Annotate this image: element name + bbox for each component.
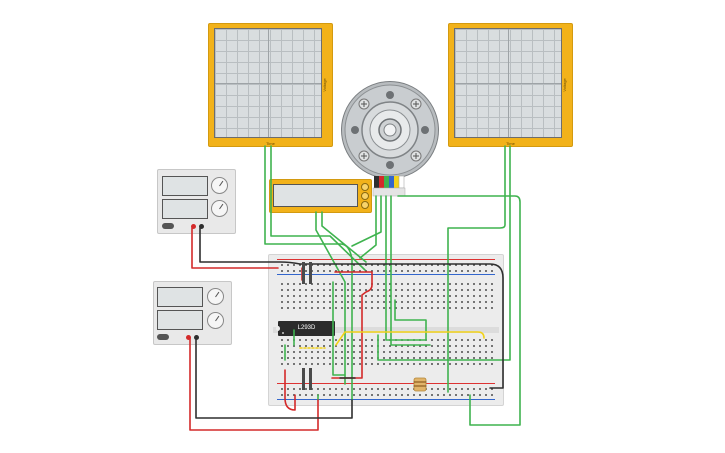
wire-red [191, 227, 279, 269]
negative-terminal[interactable] [199, 224, 204, 229]
wire-green [359, 195, 377, 259]
wire-green [270, 145, 366, 271]
pin1-marker [282, 332, 284, 334]
power-supply-2[interactable] [153, 281, 232, 345]
multimeter-mode-button[interactable] [361, 183, 369, 191]
power-supply-display [162, 199, 208, 219]
multimeter-mode-button[interactable] [361, 192, 369, 200]
multimeter-display [273, 184, 358, 207]
wire-green [315, 211, 346, 385]
breadboard-terminal-holes [279, 337, 493, 369]
capacitor-icon [302, 262, 312, 390]
breadboard-power-rail-holes [279, 386, 493, 396]
wire-red [331, 271, 373, 379]
current-knob-icon[interactable] [207, 312, 224, 329]
wire-green [332, 281, 346, 376]
power-switch[interactable] [162, 223, 174, 229]
dc-motor-encoder[interactable] [341, 81, 439, 179]
power-supply-display [157, 287, 203, 307]
power-switch[interactable] [157, 334, 169, 340]
oscilloscope-left[interactable]: Time Voltage [208, 23, 333, 147]
wire-red [284, 369, 296, 411]
multimeter[interactable] [269, 179, 372, 213]
dc-motor-encoder-icon [344, 84, 436, 176]
resistor-icon [413, 377, 427, 392]
wire-green [351, 195, 382, 247]
current-knob-icon[interactable] [211, 200, 228, 217]
time-axis-label: Time [506, 141, 515, 146]
voltage-knob-icon[interactable] [211, 177, 228, 194]
wire-green [377, 145, 511, 361]
voltage-knob-icon[interactable] [207, 288, 224, 305]
screen-axis-vertical [508, 29, 509, 137]
positive-terminal[interactable] [191, 224, 196, 229]
ic-chip[interactable]: L293D [276, 321, 335, 336]
wire-yellow [335, 331, 485, 346]
wire-green [321, 211, 367, 263]
power-supply-display [162, 176, 208, 196]
power-rail-negative [277, 399, 495, 400]
wire-red [189, 337, 319, 431]
screen-axis-vertical [268, 29, 269, 137]
wire-green [390, 195, 431, 346]
ic-label: L293D [297, 325, 316, 331]
oscilloscope-screen [214, 28, 322, 138]
multimeter-mode-button[interactable] [361, 201, 369, 209]
power-rail-positive [277, 383, 495, 384]
wire-green [447, 145, 506, 393]
time-axis-label: Time [266, 141, 275, 146]
wire-green [397, 195, 521, 426]
wire-black [195, 337, 353, 419]
power-supply-1[interactable] [157, 169, 236, 234]
wire-green [264, 145, 353, 401]
oscilloscope-screen [454, 28, 562, 138]
positive-terminal[interactable] [186, 335, 191, 340]
oscilloscope-right[interactable]: Time Voltage [448, 23, 573, 147]
power-supply-display [157, 310, 203, 330]
ic-notch [276, 326, 280, 331]
wire-green [385, 195, 427, 341]
wire-black [199, 227, 504, 389]
